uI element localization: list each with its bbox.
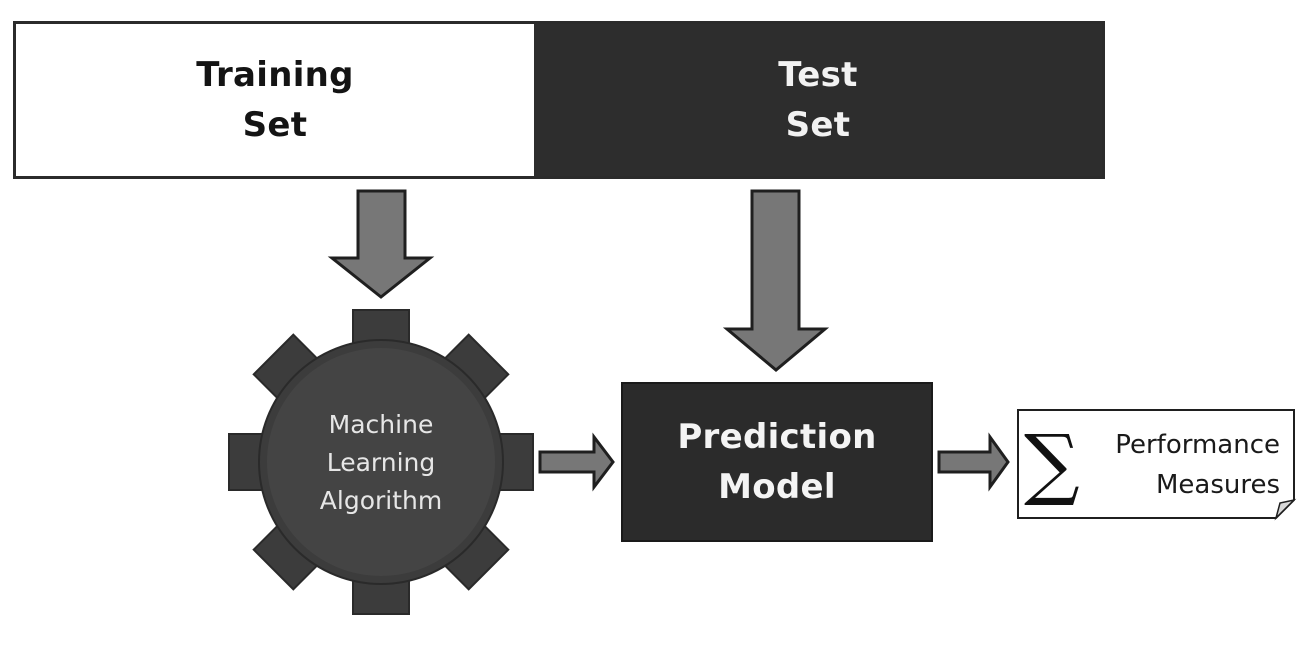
test-set-block: Test Set: [534, 24, 1102, 176]
performance-label-line1: Performance: [1115, 430, 1280, 460]
training-set-label-line1: Training: [196, 55, 354, 95]
training-set-block: Training Set: [16, 24, 534, 176]
sigma-icon: ∑: [1024, 419, 1080, 509]
test-set-label-line1: Test: [778, 55, 858, 95]
gear-icon: [228, 309, 534, 615]
algorithm-label-line3: Algorithm: [319, 486, 443, 515]
performance-label-line2: Measures: [1155, 470, 1280, 500]
prediction-model-label-line1: Prediction: [677, 417, 877, 457]
arrow-test-to-model: [722, 189, 830, 372]
dataset-split-bar: Training Set Test Set: [13, 21, 1105, 179]
performance-measures-label: Performance Measures: [1080, 420, 1280, 510]
arrow-algorithm-to-model: [538, 432, 615, 492]
training-set-label-line2: Set: [242, 105, 308, 145]
prediction-model-label-line2: Model: [718, 467, 836, 507]
algorithm-label-line1: Machine: [328, 410, 434, 439]
algorithm-label-line2: Learning: [326, 448, 436, 477]
test-set-label-line2: Set: [785, 105, 851, 145]
algorithm-label: Machine Learning Algorithm: [266, 398, 496, 528]
prediction-model-block: Prediction Model: [621, 382, 933, 542]
performance-note-shape: [1017, 409, 1297, 521]
arrow-model-to-performance: [937, 432, 1010, 492]
arrow-training-to-algorithm: [327, 189, 435, 299]
